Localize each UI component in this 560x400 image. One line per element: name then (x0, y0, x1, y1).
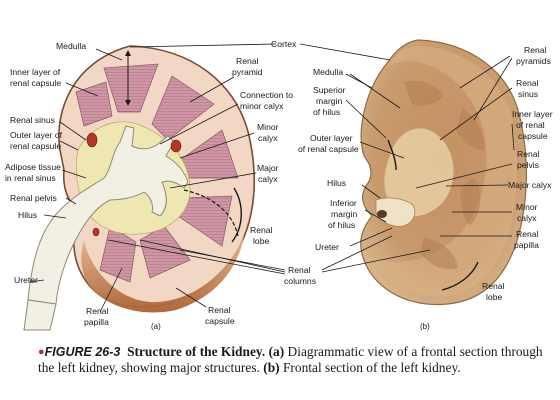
label-renal-lobe-a: Renal (250, 225, 273, 235)
specimen-pyramid (456, 108, 485, 150)
leader-lines (29, 43, 515, 313)
label-renal-papilla-b: Renal (516, 229, 539, 239)
plate-label-b: (b) (420, 322, 430, 331)
label-renal-columns-2: columns (284, 276, 316, 286)
label-connection-2: minor calyx (240, 101, 284, 111)
medulla-arrowhead (125, 100, 131, 106)
label-inner-layer-a-2: renal capsule (10, 78, 61, 88)
label-connection: Connection to (240, 90, 293, 100)
label-renal-lobe-b: Renal (482, 281, 505, 291)
caption-part-a-text: Diagrammatic view of a frontal section t… (38, 344, 543, 375)
label-outer-layer-a-2: renal capsule (10, 141, 61, 151)
label-hilus-b: Hilus (327, 178, 346, 188)
label-renal-sinus-b: Renal (516, 78, 539, 88)
label-minor-calyx-b: Minor (516, 202, 538, 212)
renal-lobe-outline (183, 189, 239, 237)
label-inner-layer-b-2: of renal (516, 120, 545, 130)
label-cortex: Cortex (271, 39, 297, 49)
figure-number: FIGURE 26-3 (44, 345, 121, 359)
label-renal-pyramids: Renal (524, 45, 547, 55)
label-inferior-margin-3: of hilus (328, 220, 355, 230)
specimen-pyramid (460, 178, 481, 226)
caption-part-a-tag: (a) (268, 344, 285, 359)
label-renal-pelvis-a: Renal pelvis (10, 193, 57, 203)
label-inferior-margin: Inferior (330, 198, 357, 208)
label-medulla-a: Medulla (56, 41, 86, 51)
label-renal-pyramid-a: Renal (236, 56, 259, 66)
label-minor-calyx-a-2: calyx (258, 133, 278, 143)
label-adipose-2: in renal sinus (5, 173, 56, 183)
label-inner-layer-b-3: capsule (518, 131, 548, 141)
panel-a-labels: Medulla Inner layer of renal capsule Ren… (5, 41, 293, 331)
label-outer-layer-b: Outer layer (310, 133, 353, 143)
label-medulla-b: Medulla (313, 67, 343, 77)
label-renal-papilla-b-2: papilla (514, 240, 539, 250)
label-renal-lobe-b-2: lobe (486, 292, 502, 302)
renal-pyramid-shape (75, 81, 113, 127)
ureter-shape (23, 299, 57, 331)
caption-part-b-tag: (b) (263, 360, 280, 375)
specimen-pyramid (420, 238, 458, 270)
panel-b-specimen (360, 39, 527, 306)
panel-a-diagram (23, 45, 256, 331)
label-renal-papilla-a-2: papilla (84, 317, 109, 327)
renal-lobe-bracket (231, 187, 242, 243)
specimen-hilus-hole (377, 210, 387, 218)
panel-b-labels: Medulla Superior margin of hilus Outer l… (298, 45, 553, 331)
caption-part-b-text: Frontal section of the left kidney. (282, 360, 461, 375)
label-minor-calyx-b-2: calyx (517, 213, 537, 223)
label-renal-sinus-b-2: sinus (518, 89, 538, 99)
label-renal-papilla-a: Renal (86, 306, 109, 316)
label-outer-layer-a: Outer layer of (10, 130, 63, 140)
label-inner-layer-a: Inner layer of (10, 67, 61, 77)
label-renal-capsule-a: Renal (208, 305, 231, 315)
vessel-shape (86, 132, 98, 148)
label-renal-pelvis-b-2: pelvis (517, 160, 539, 170)
label-renal-pyramid-a-2: pyramid (232, 67, 263, 77)
label-ureter-a: Ureter (14, 275, 38, 285)
specimen-pelvis (375, 197, 416, 227)
lower-cortex-band (81, 236, 244, 313)
label-superior-margin-3: of hilus (313, 107, 340, 117)
label-major-calyx-a-2: calyx (258, 174, 278, 184)
specimen-pyramid (404, 80, 444, 106)
vessel-shape (92, 227, 100, 237)
label-renal-columns: Renal (288, 265, 311, 275)
label-renal-lobe-a-2: lobe (253, 236, 269, 246)
label-major-calyx-a: Major (257, 163, 279, 173)
label-ureter-b: Ureter (315, 242, 339, 252)
label-renal-pelvis-b: Renal (517, 149, 540, 159)
label-superior-margin-2: margin (316, 96, 342, 106)
caption-bullet-icon: ● (38, 346, 45, 358)
figure-title: Structure of the Kidney. (127, 344, 266, 359)
label-inferior-margin-2: margin (331, 209, 357, 219)
label-renal-capsule-a-2: capsule (205, 316, 235, 326)
label-minor-calyx-a: Minor (257, 122, 279, 132)
label-major-calyx-b: Major calyx (508, 180, 552, 190)
label-adipose: Adipose tissue (5, 162, 61, 172)
shared-labels: Cortex Renal columns (271, 39, 316, 286)
figure-caption: ●FIGURE 26-3 Structure of the Kidney. (a… (38, 344, 548, 376)
specimen-lobe-bracket (441, 261, 479, 291)
label-superior-margin: Superior (313, 85, 346, 95)
renal-pyramid-shape (103, 63, 159, 113)
medulla-arrowhead (125, 50, 131, 56)
label-hilus-a: Hilus (18, 210, 37, 220)
label-renal-sinus-a: Renal sinus (10, 115, 55, 125)
superior-margin-bracket (387, 139, 397, 171)
plate-label-a: (a) (151, 322, 161, 331)
renal-pyramid-shape (139, 225, 191, 279)
label-renal-pyramids-2: pyramids (516, 56, 551, 66)
label-inner-layer-b: Inner layer (512, 109, 553, 119)
specimen-sinus (384, 128, 454, 217)
vessel-shape (170, 139, 182, 153)
label-outer-layer-b-2: of renal capsule (298, 144, 359, 154)
